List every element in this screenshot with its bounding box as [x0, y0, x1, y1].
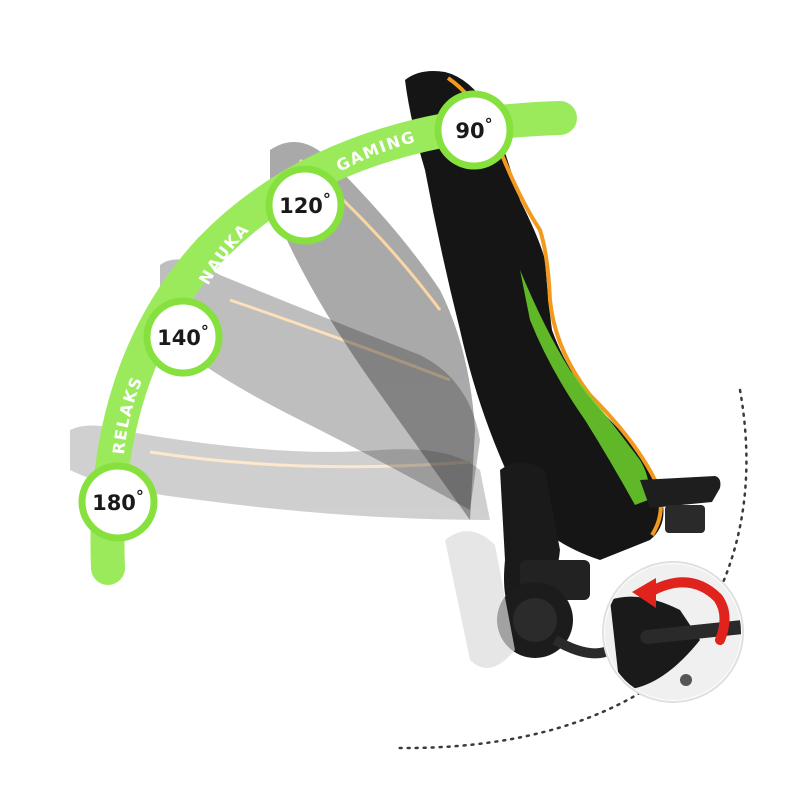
degree-symbol: ° [136, 487, 144, 506]
degree-symbol: ° [485, 115, 493, 134]
svg-text:90°: 90° [455, 115, 492, 143]
lever-zoom-inset [602, 561, 744, 703]
counter-clockwise-arrow-icon [632, 577, 730, 645]
svg-text:140°: 140° [157, 322, 209, 350]
degree-symbol: ° [323, 190, 331, 209]
degree-symbol: ° [201, 322, 209, 341]
chair-upright-90 [405, 71, 721, 668]
chair-ghost-140 [160, 259, 480, 510]
angle-badge-180: 180° [78, 462, 158, 542]
angle-value: 90 [455, 119, 484, 143]
angle-badge-140: 140° [143, 297, 223, 377]
svg-text:120°: 120° [279, 190, 331, 218]
angle-value: 180 [92, 491, 136, 515]
recline-arc-band [90, 101, 577, 585]
chair-ghost-180 [70, 425, 490, 520]
angle-badge-120: 120° [265, 165, 345, 245]
angle-value: 120 [279, 194, 323, 218]
svg-text:180°: 180° [92, 487, 144, 515]
angle-badge-90: 90° [434, 90, 514, 170]
angle-value: 140 [157, 326, 201, 350]
